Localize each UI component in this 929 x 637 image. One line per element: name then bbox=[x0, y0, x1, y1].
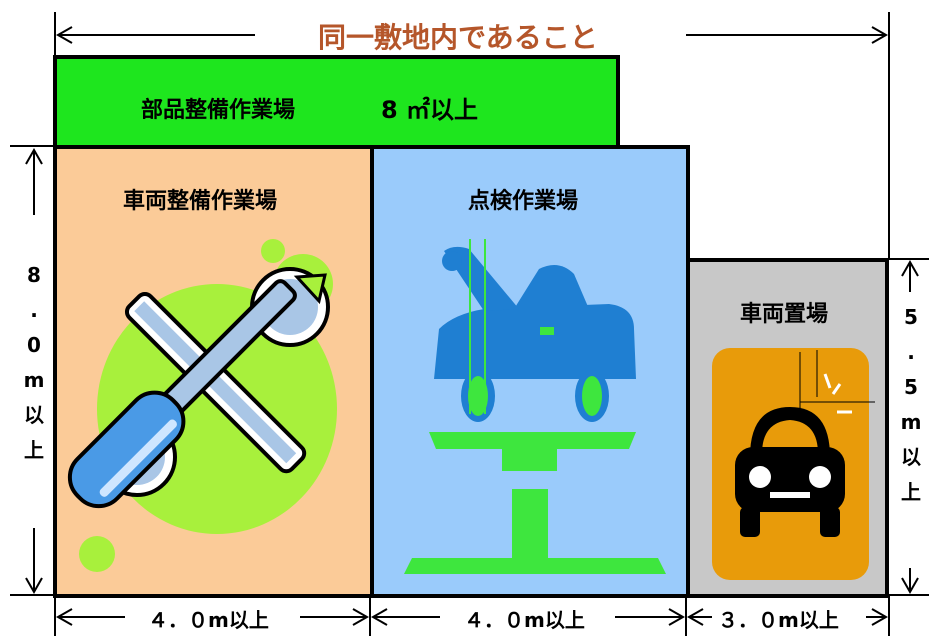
parts-area-requirement: 8 ㎡以上 bbox=[381, 96, 479, 124]
right-height-char: 上 bbox=[901, 480, 921, 504]
left-height-label: 8 . 0 m 以 上 bbox=[20, 258, 48, 468]
right-height-char: 以 bbox=[901, 445, 921, 469]
wrench-screwdriver-icon bbox=[67, 239, 337, 572]
car-on-lift-icon bbox=[404, 239, 666, 574]
parking-area: 車両置場 bbox=[686, 258, 889, 598]
right-height-char: . bbox=[907, 340, 915, 364]
left-height-char: 0 bbox=[27, 333, 41, 357]
right-height-char: 5 bbox=[904, 305, 918, 329]
vehicle-maintenance-area: 車両整備作業場 bbox=[53, 145, 374, 598]
inspection-area: 点検作業場 bbox=[370, 145, 690, 598]
inspection-area-name: 点検作業場 bbox=[468, 189, 579, 214]
right-height-char: m bbox=[900, 410, 922, 434]
vehicle-maintenance-area-name: 車両整備作業場 bbox=[123, 189, 278, 214]
width-label-parking: ３．０m以上 bbox=[718, 608, 839, 632]
left-height-char: 以 bbox=[24, 403, 44, 427]
left-height-char: 上 bbox=[24, 438, 44, 462]
right-height-char: 5 bbox=[904, 375, 918, 399]
parts-maintenance-area: 部品整備作業場 8 ㎡以上 bbox=[53, 55, 620, 149]
width-label-inspection: ４．０m以上 bbox=[464, 608, 585, 632]
left-height-char: . bbox=[30, 298, 38, 322]
parts-area-name: 部品整備作業場 bbox=[141, 98, 296, 123]
premises-label: 同一敷地内であること bbox=[318, 21, 598, 54]
width-label-vehicle-maintenance: ４．０m以上 bbox=[148, 608, 269, 632]
right-height-label: 5 . 5 m 以 上 bbox=[897, 300, 925, 510]
left-height-char: 8 bbox=[27, 263, 41, 287]
left-height-char: m bbox=[23, 368, 45, 392]
parking-area-name: 車両置場 bbox=[740, 302, 829, 327]
car-front-icon bbox=[712, 348, 875, 580]
